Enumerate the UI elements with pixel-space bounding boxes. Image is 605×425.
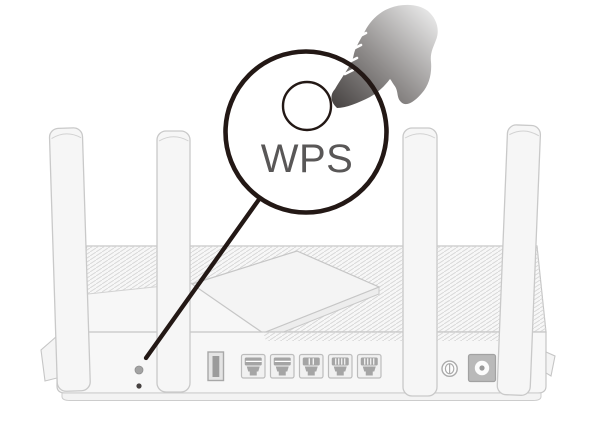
ethernet-port-5 [356, 353, 382, 379]
ethernet-port-2 [269, 353, 295, 379]
router-top-surface [56, 245, 547, 340]
left-foot [40, 334, 58, 382]
callout-ring [223, 49, 389, 215]
reset-pinhole [136, 383, 142, 389]
usb-port-tongue [212, 356, 220, 377]
power-button [441, 360, 458, 378]
right-foot [545, 351, 556, 377]
callout-line [143, 195, 263, 361]
antenna-3 [402, 127, 438, 397]
ethernet-port-3 [298, 353, 324, 379]
usb-port [207, 351, 225, 382]
antennas [48, 124, 542, 397]
ethernet-ports [240, 353, 382, 379]
antenna-cap-seam [509, 130, 540, 137]
base-strip [61, 392, 542, 401]
power-jack [467, 353, 497, 383]
wps-button [281, 80, 333, 132]
pressing-hand-icon [331, 4, 438, 108]
finger-slits [343, 31, 368, 76]
antenna-4 [496, 124, 542, 396]
wps-label: WPS [261, 137, 354, 181]
front-edge-vents [263, 332, 513, 341]
wps-button-dot [134, 365, 144, 375]
ethernet-port-1 [240, 353, 266, 379]
antenna-cap-seam [404, 133, 436, 139]
power-jack-pin [479, 365, 485, 371]
antenna-1 [48, 127, 91, 392]
ethernet-port-4 [327, 353, 353, 379]
antenna-cap-seam [51, 133, 82, 140]
hand-silhouette [331, 4, 438, 108]
antenna-2 [156, 130, 191, 393]
rear-panel-components [134, 351, 497, 389]
antenna-cap-seam [158, 136, 189, 142]
